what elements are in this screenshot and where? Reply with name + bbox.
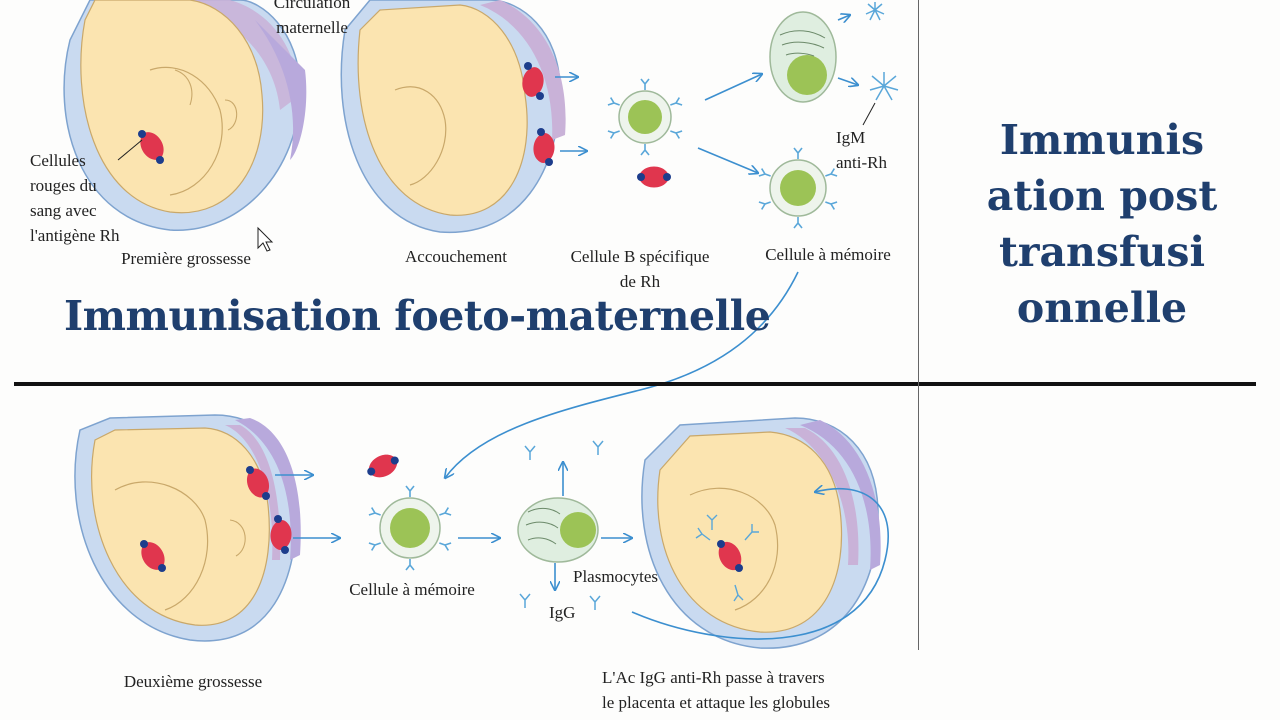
label-circulation: Circulation maternelle — [262, 0, 362, 40]
arrow-b-to-plasmocyte — [705, 74, 762, 100]
label-cellule-b-1: Cellule B spécifique — [571, 244, 710, 269]
uterus-second-pregnancy — [75, 415, 301, 641]
label-deuxieme-grossesse: Deuxième grossesse — [124, 669, 262, 694]
label-anti-rh: anti-Rh — [836, 150, 887, 175]
arrow-plasmo-igm-1 — [838, 15, 850, 20]
vertical-divider — [918, 0, 919, 650]
memory-cell-top — [759, 148, 837, 228]
label-accouchement: Accouchement — [405, 244, 507, 269]
label-cellules-3: sang avec — [30, 198, 97, 223]
arrow-b-to-memory — [698, 148, 758, 173]
rbc-free-top — [637, 167, 671, 188]
title-side-line-4: onnelle — [960, 280, 1244, 336]
label-cellule-b-2: de Rh — [620, 269, 660, 294]
label-igg: IgG — [549, 600, 575, 625]
uterus-attack — [642, 418, 881, 648]
title-immunisation-post-transfusionnelle: Immunis ation post transfusi onnelle — [960, 112, 1244, 336]
label-memoire-bottom: Cellule à mémoire — [349, 577, 475, 602]
mouse-cursor-icon — [258, 228, 272, 251]
label-cellules-2: rouges du — [30, 173, 97, 198]
horizontal-divider — [14, 382, 1256, 386]
title-side-line-3: transfusi — [960, 224, 1244, 280]
arrow-plasmo-igm-2 — [838, 78, 858, 85]
label-cellules-4: l'antigène Rh — [30, 223, 119, 248]
b-cell-specific — [608, 79, 682, 155]
uterus-delivery — [341, 0, 565, 232]
label-premiere-grossesse: Première grossesse — [121, 246, 251, 271]
plasmocyte-top — [770, 12, 836, 102]
igm-pentamer-1 — [866, 2, 884, 20]
label-cellules-1: Cellules — [30, 148, 86, 173]
title-immunisation-foeto-maternelle: Immunisation foeto-maternelle — [64, 292, 770, 340]
title-side-line-1: Immunis — [960, 112, 1244, 168]
label-passage-2: le placenta et attaque les globules — [602, 690, 830, 715]
igm-pentamer-2 — [870, 72, 898, 100]
label-memoire-top: Cellule à mémoire — [765, 242, 891, 267]
plasmocyte-bottom — [518, 498, 598, 562]
title-side-line-2: ation post — [960, 168, 1244, 224]
label-plasmocytes: Plasmocytes — [573, 564, 658, 589]
rbc-free-bottom — [363, 449, 403, 482]
memory-cell-bottom — [369, 486, 451, 570]
label-passage-1: L'Ac IgG anti-Rh passe à travers — [602, 665, 825, 690]
label-igm: IgM — [836, 125, 865, 150]
